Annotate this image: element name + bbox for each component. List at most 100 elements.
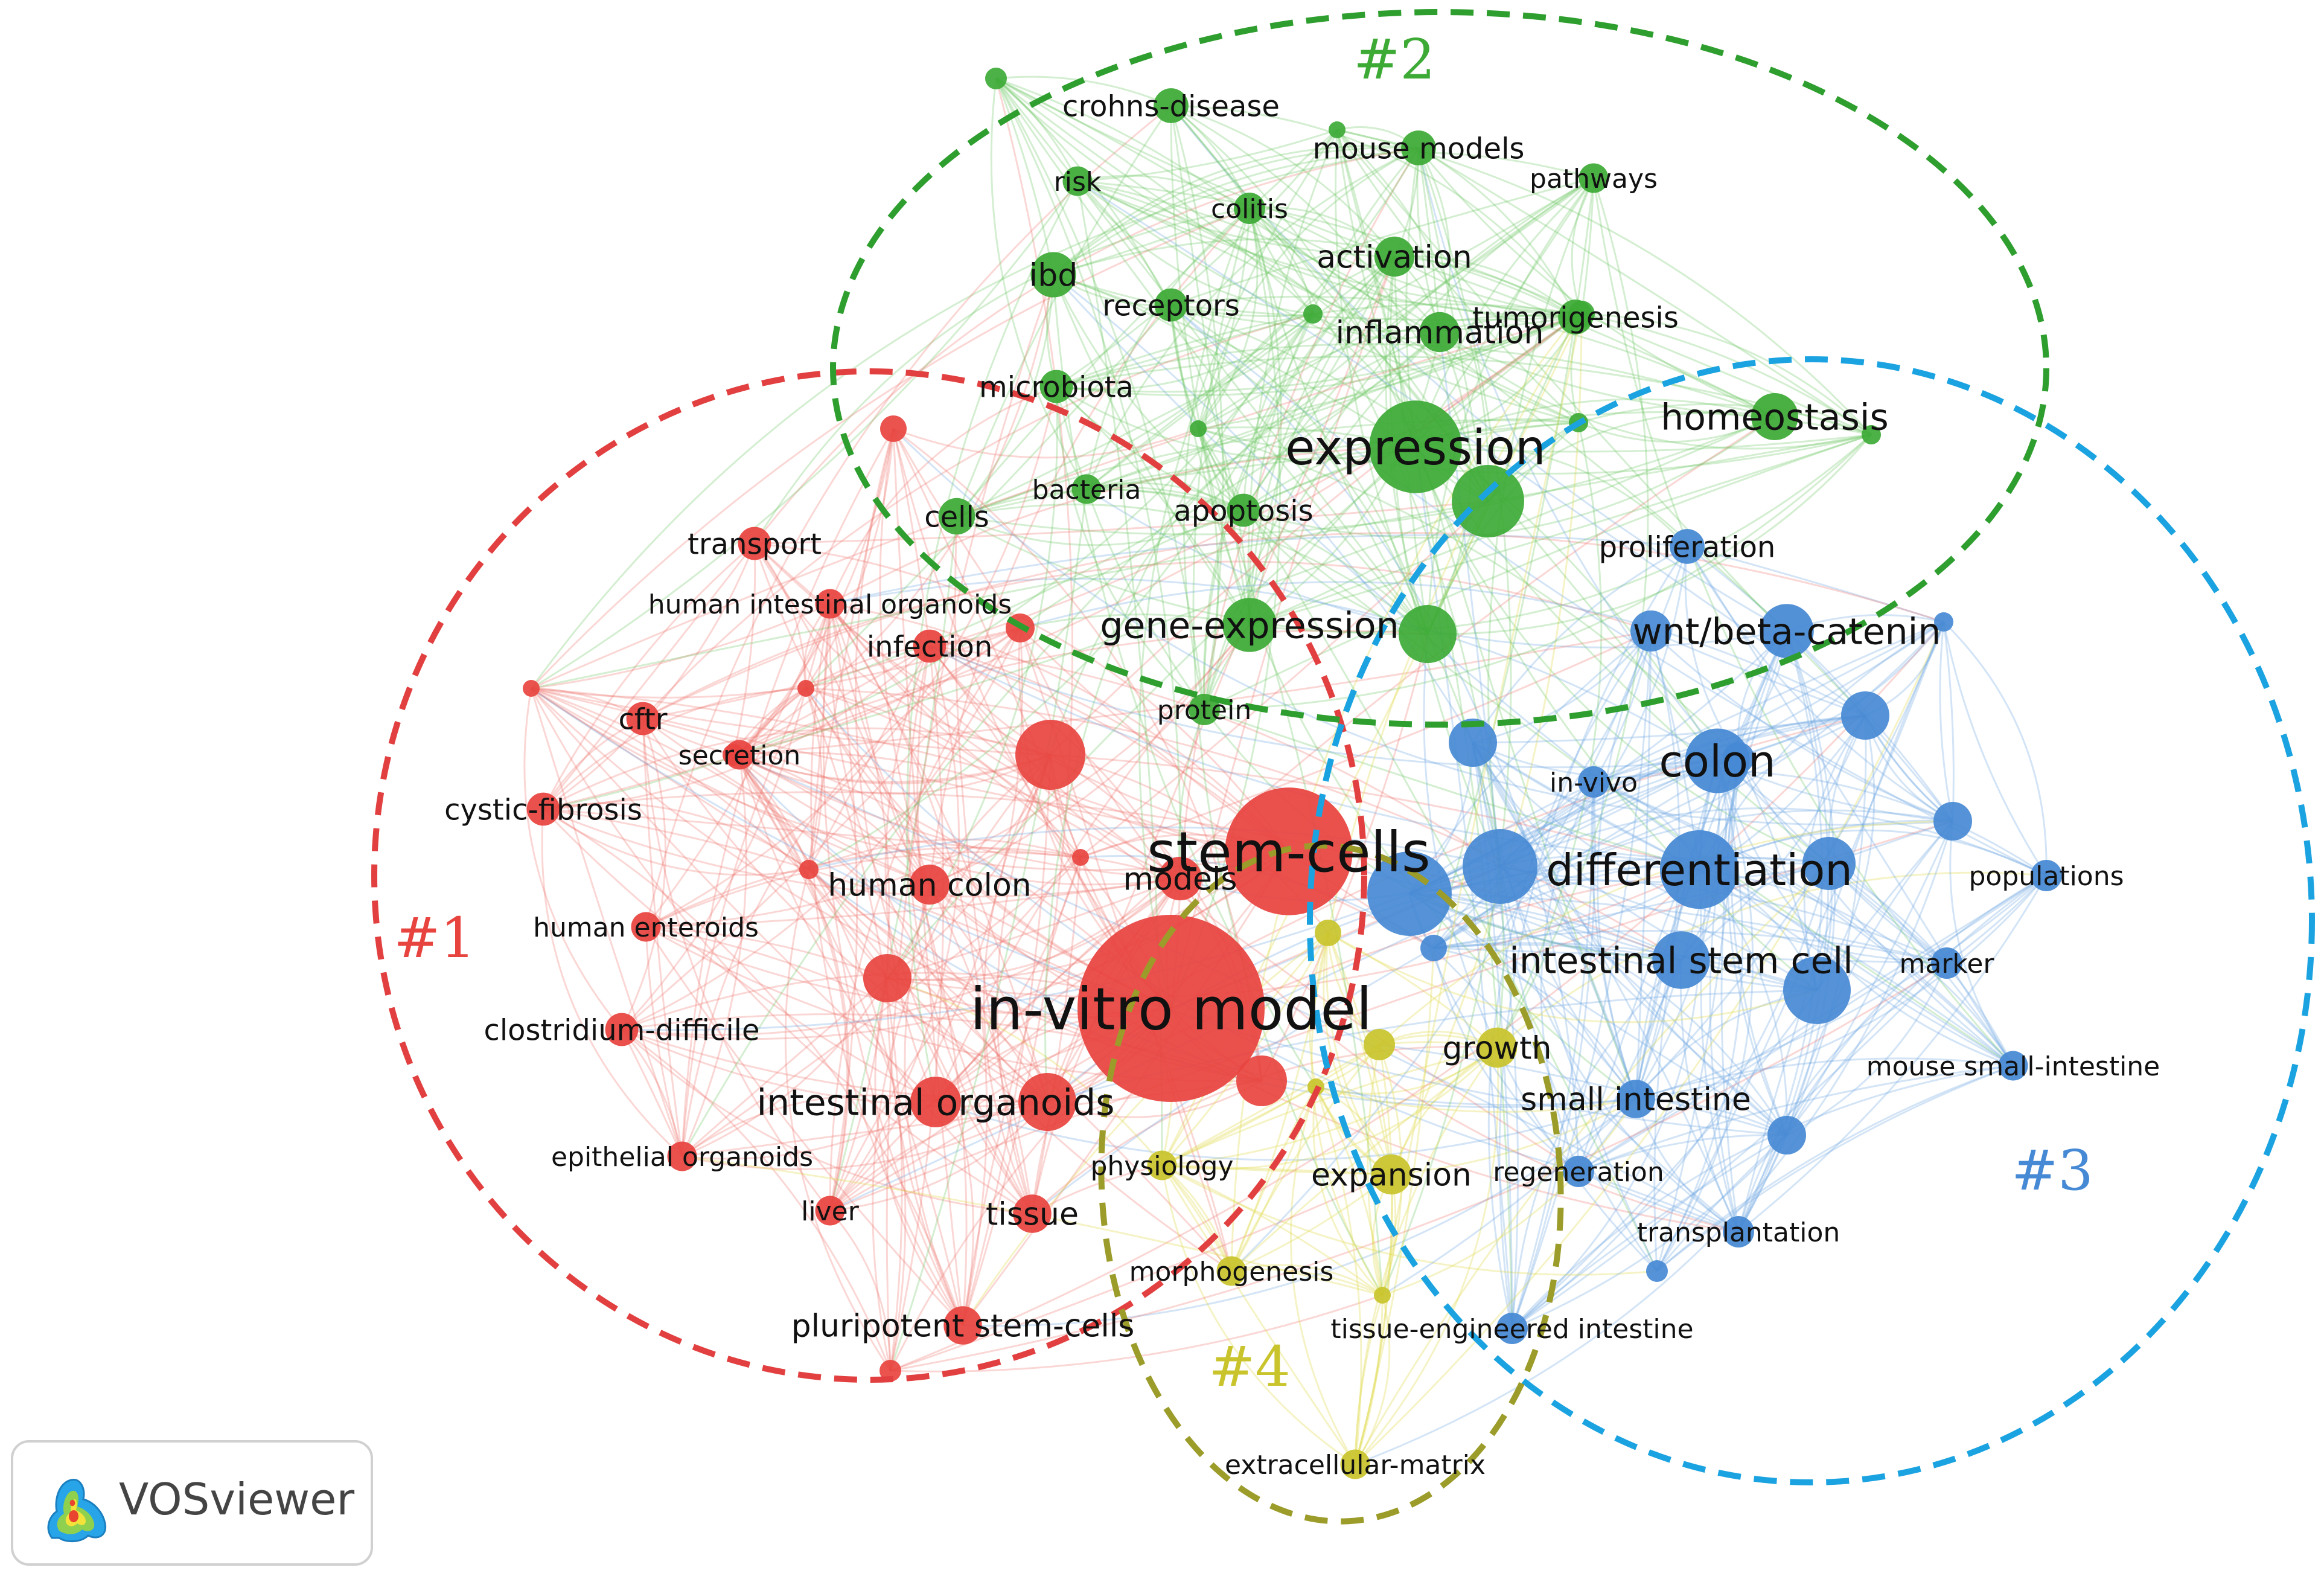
node-yellow-unlabelled[interactable]: [1364, 1029, 1395, 1060]
node-colon[interactable]: [1685, 728, 1750, 793]
node-gene-expression[interactable]: [1222, 598, 1277, 652]
node-red-unlabelled[interactable]: [863, 954, 911, 1002]
node-apoptosis[interactable]: [1227, 493, 1260, 527]
node-red-unlabelled[interactable]: [1015, 720, 1085, 790]
node-regeneration[interactable]: [1563, 1156, 1594, 1187]
node-transport[interactable]: [738, 527, 771, 560]
node-cystic-fibrosis[interactable]: [526, 792, 560, 826]
node-mouse-small-intestine[interactable]: [1998, 1051, 2028, 1081]
node-cftr[interactable]: [626, 702, 660, 735]
edge: [829, 1101, 1049, 1212]
node-infection[interactable]: [913, 629, 947, 663]
edge: [1390, 313, 1583, 1175]
node-secretion[interactable]: [724, 740, 755, 770]
node-risk[interactable]: [1062, 166, 1093, 196]
node-red-unlabelled[interactable]: [1236, 1055, 1287, 1106]
label-gene-expression: gene-expression: [1100, 605, 1399, 647]
node-crohns-disease[interactable]: [1154, 88, 1189, 123]
node-red-unlabelled[interactable]: [880, 415, 907, 442]
node-expansion[interactable]: [1371, 1154, 1412, 1195]
node-blue-unlabelled[interactable]: [1841, 691, 1889, 740]
node-proliferation[interactable]: [1670, 529, 1705, 564]
node-marker[interactable]: [1931, 947, 1962, 979]
node-human-colon[interactable]: [909, 864, 950, 905]
node-pluripotent-stem-cells[interactable]: [943, 1306, 982, 1345]
node-populations[interactable]: [2031, 860, 2062, 891]
node-intestinal-organoids[interactable]: [910, 1077, 961, 1127]
edge: [1203, 255, 1396, 710]
node-morphogenesis[interactable]: [1216, 1256, 1247, 1286]
node-human-enteroids[interactable]: [631, 912, 661, 942]
node-colitis[interactable]: [1234, 193, 1265, 224]
node-cells[interactable]: [938, 498, 975, 535]
node-blue-unlabelled[interactable]: [1630, 610, 1671, 652]
node-inflammation[interactable]: [1419, 312, 1460, 353]
node-green-unlabelled[interactable]: [1303, 304, 1323, 324]
node-blue-unlabelled[interactable]: [1933, 802, 1972, 841]
edge: [1578, 415, 1775, 443]
node-blue-unlabelled[interactable]: [1802, 837, 1856, 890]
node-receptors[interactable]: [1154, 288, 1188, 322]
node-epithelial-organoids[interactable]: [667, 1141, 697, 1171]
node-tissue[interactable]: [1013, 1194, 1052, 1233]
node-green-unlabelled[interactable]: [1862, 425, 1881, 444]
node-models[interactable]: [1158, 856, 1202, 901]
node-ibd[interactable]: [1030, 252, 1076, 298]
node-mouse-models[interactable]: [1401, 130, 1436, 165]
node-yellow-unlabelled[interactable]: [1374, 1287, 1391, 1304]
edge: [1578, 874, 2047, 1173]
node-blue-unlabelled[interactable]: [1367, 851, 1452, 936]
node-homeostasis[interactable]: [1751, 393, 1798, 440]
edge: [1170, 104, 1396, 257]
node-green-unlabelled[interactable]: [985, 68, 1007, 89]
node-green-unlabelled[interactable]: [1329, 121, 1346, 138]
edge: [1496, 422, 1603, 1048]
label-receptors: receptors: [1102, 289, 1240, 322]
node-green-unlabelled[interactable]: [1452, 465, 1524, 537]
node-pathways[interactable]: [1579, 163, 1609, 193]
node-clostridium-difficile[interactable]: [605, 1013, 639, 1046]
node-activation[interactable]: [1374, 236, 1415, 277]
node-blue-unlabelled[interactable]: [1934, 612, 1953, 632]
node-blue-unlabelled[interactable]: [1646, 1260, 1668, 1282]
node-green-unlabelled[interactable]: [1190, 420, 1207, 437]
node-growth[interactable]: [1476, 1027, 1518, 1068]
edge: [542, 717, 643, 810]
node-red-unlabelled[interactable]: [1072, 849, 1089, 866]
node-bacteria[interactable]: [1071, 474, 1102, 504]
node-in-vitro-model[interactable]: [1077, 915, 1265, 1102]
edge: [1249, 207, 1576, 318]
node-green-unlabelled[interactable]: [1399, 605, 1457, 663]
node-expression[interactable]: [1369, 400, 1462, 493]
node-physiology[interactable]: [1147, 1150, 1177, 1180]
node-transplantation[interactable]: [1723, 1216, 1754, 1248]
edge: [1050, 754, 1700, 871]
node-tumorigenesis[interactable]: [1558, 299, 1593, 335]
node-extracellular-matrix[interactable]: [1340, 1449, 1370, 1479]
edge: [1943, 621, 2048, 876]
node-blue-unlabelled[interactable]: [1783, 956, 1851, 1024]
node-intestinal-stem-cell[interactable]: [1652, 931, 1710, 989]
node-small-intestine[interactable]: [1617, 1080, 1655, 1118]
edge: [784, 869, 892, 1371]
node-wnt-beta-catenin[interactable]: [1760, 604, 1814, 658]
node-red-unlabelled[interactable]: [523, 680, 540, 697]
node-red-unlabelled[interactable]: [797, 680, 814, 697]
node-liver[interactable]: [815, 1196, 845, 1226]
node-differentiation[interactable]: [1659, 830, 1739, 909]
edge: [1687, 545, 1944, 623]
node-in-vivo[interactable]: [1578, 766, 1609, 798]
node-red-unlabelled[interactable]: [1018, 1073, 1076, 1131]
node-human-intestinal-organoids[interactable]: [815, 589, 845, 619]
node-blue-unlabelled[interactable]: [1463, 829, 1537, 904]
node-blue-unlabelled[interactable]: [1449, 719, 1497, 767]
node-blue-unlabelled[interactable]: [1767, 1116, 1806, 1155]
node-blue-unlabelled[interactable]: [1420, 935, 1447, 961]
edge: [829, 603, 931, 885]
node-yellow-unlabelled[interactable]: [1315, 920, 1341, 946]
node-tissue-engineered-intestine[interactable]: [1496, 1313, 1528, 1344]
node-microbiota[interactable]: [1039, 370, 1073, 403]
node-red-unlabelled[interactable]: [799, 860, 819, 879]
node-red-unlabelled[interactable]: [879, 1360, 901, 1382]
edge: [543, 727, 1051, 810]
